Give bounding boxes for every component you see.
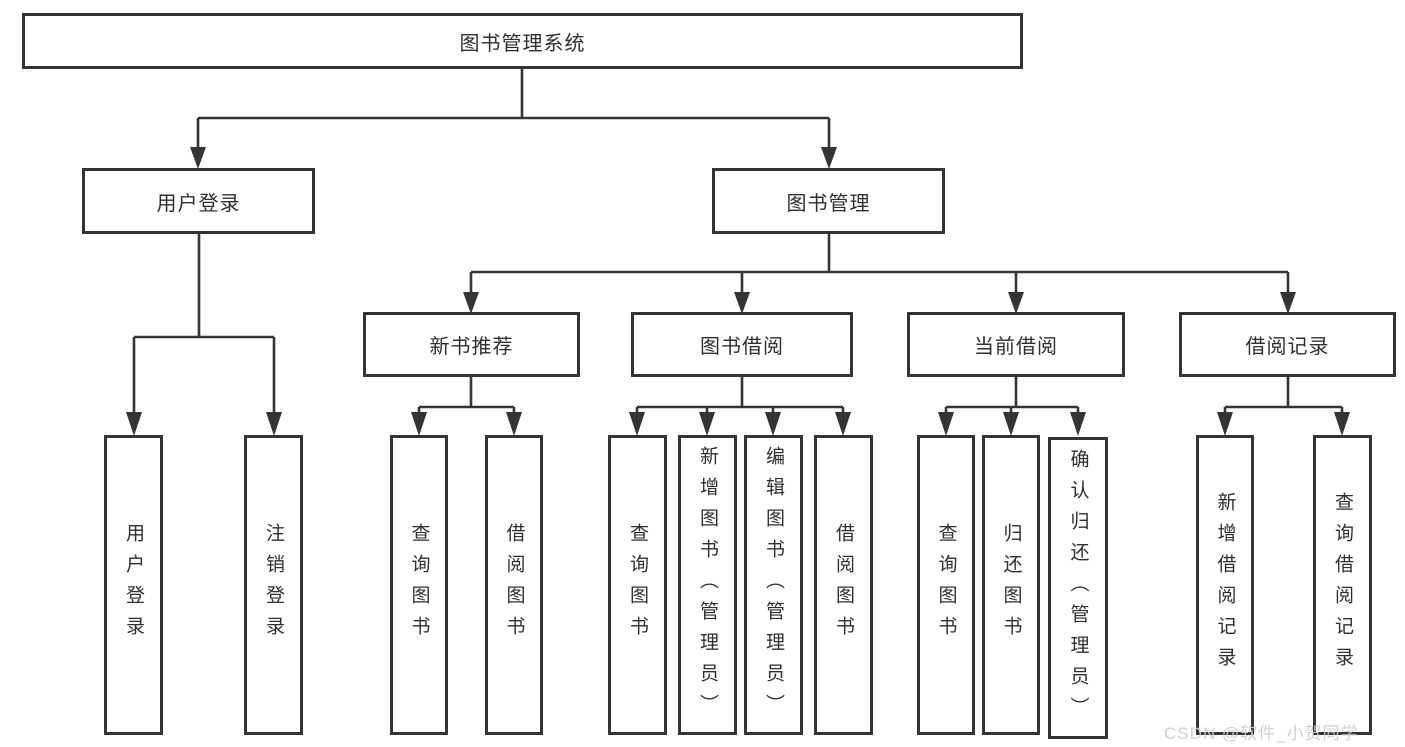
node-current-borrowing-label: 当前借阅 [974,336,1058,358]
csdn-watermark: CSDN @软件_小贺同学 [1164,724,1359,743]
leaf-br-query-record: 查询借阅记录 [1313,435,1372,735]
leaf-cb-return-book: 归还图书 [982,435,1040,735]
leaf-br-add-record-label: 新增借阅记录 [1214,492,1236,678]
leaf-bb-add-book-admin-label: 新增图书（管理员） [697,445,718,725]
leaf-bb-edit-book-admin: 编辑图书（管理员） [744,435,803,735]
leaf-logout: 注销登录 [244,435,303,735]
node-current-borrowing: 当前借阅 [907,312,1125,377]
node-new-book-recommendation: 新书推荐 [363,312,580,377]
node-root-label: 图书管理系统 [459,32,586,55]
leaf-br-add-record: 新增借阅记录 [1196,435,1254,735]
node-borrowing-records: 借阅记录 [1179,312,1396,377]
leaf-cb-return-book-label: 归还图书 [1000,523,1022,647]
leaf-br-query-record-label: 查询借阅记录 [1332,492,1353,678]
leaf-user-login: 用户登录 [104,435,163,735]
node-book-borrowing: 图书借阅 [631,312,853,377]
node-root: 图书管理系统 [22,13,1023,69]
leaf-rec-query-book: 查询图书 [390,435,448,735]
leaf-user-login-label: 用户登录 [123,523,144,647]
leaf-rec-borrow-book: 借阅图书 [485,435,543,735]
leaf-rec-query-book-label: 查询图书 [408,523,430,647]
leaf-cb-confirm-return-admin-label: 确认归还（管理员） [1067,448,1089,728]
node-user-login-label: 用户登录 [156,192,241,215]
leaf-cb-confirm-return-admin: 确认归还（管理员） [1048,437,1108,739]
leaf-bb-add-book-admin: 新增图书（管理员） [678,435,737,735]
node-user-login: 用户登录 [82,168,315,234]
leaf-cb-query-book: 查询图书 [917,435,975,735]
leaf-cb-query-book-label: 查询图书 [935,523,957,647]
node-new-book-recommendation-label: 新书推荐 [429,336,514,358]
leaf-rec-borrow-book-label: 借阅图书 [503,523,525,647]
leaf-bb-borrow-book-label: 借阅图书 [833,523,854,647]
leaf-bb-query-book-label: 查询图书 [627,523,648,647]
leaf-bb-edit-book-admin-label: 编辑图书（管理员） [763,445,784,725]
leaf-bb-borrow-book: 借阅图书 [814,435,873,735]
node-book-management-label: 图书管理 [786,192,871,215]
arrowheads [126,147,1350,436]
node-book-borrowing-label: 图书借阅 [700,336,784,358]
node-borrowing-records-label: 借阅记录 [1245,336,1330,358]
leaf-bb-query-book: 查询图书 [608,435,667,735]
leaf-logout-label: 注销登录 [263,523,284,647]
node-book-management: 图书管理 [712,168,945,234]
